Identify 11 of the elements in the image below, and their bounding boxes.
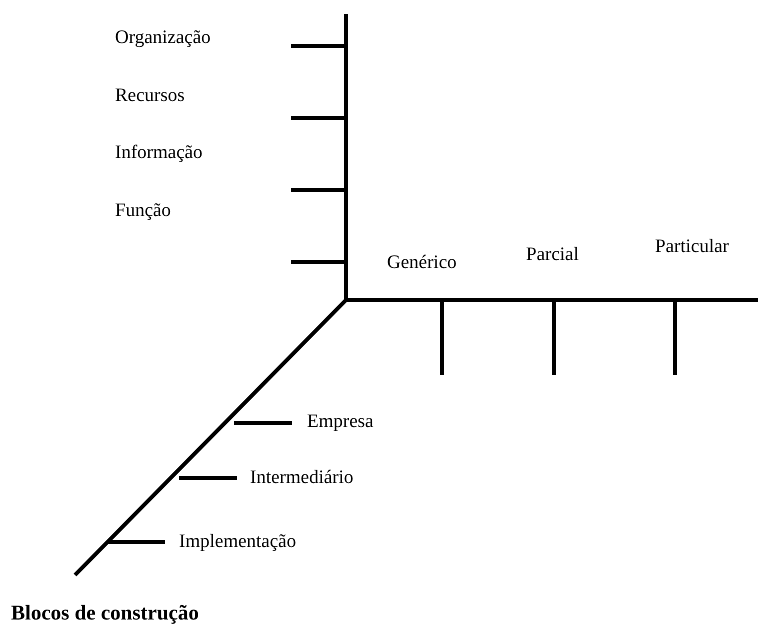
- axis-label: Recursos: [115, 85, 185, 107]
- caption: Blocos de construção: [11, 600, 199, 626]
- axis-label: Organização: [115, 27, 211, 49]
- axis-label: Informação: [115, 142, 203, 164]
- axis-label: Função: [115, 200, 171, 222]
- axis-label: Parcial: [526, 244, 579, 266]
- axis-label: Particular: [655, 236, 729, 258]
- axis-label: Intermediário: [250, 467, 354, 489]
- axis-label: Genérico: [387, 252, 457, 274]
- axis-label: Empresa: [307, 411, 374, 433]
- axis-label: Implementação: [179, 531, 296, 553]
